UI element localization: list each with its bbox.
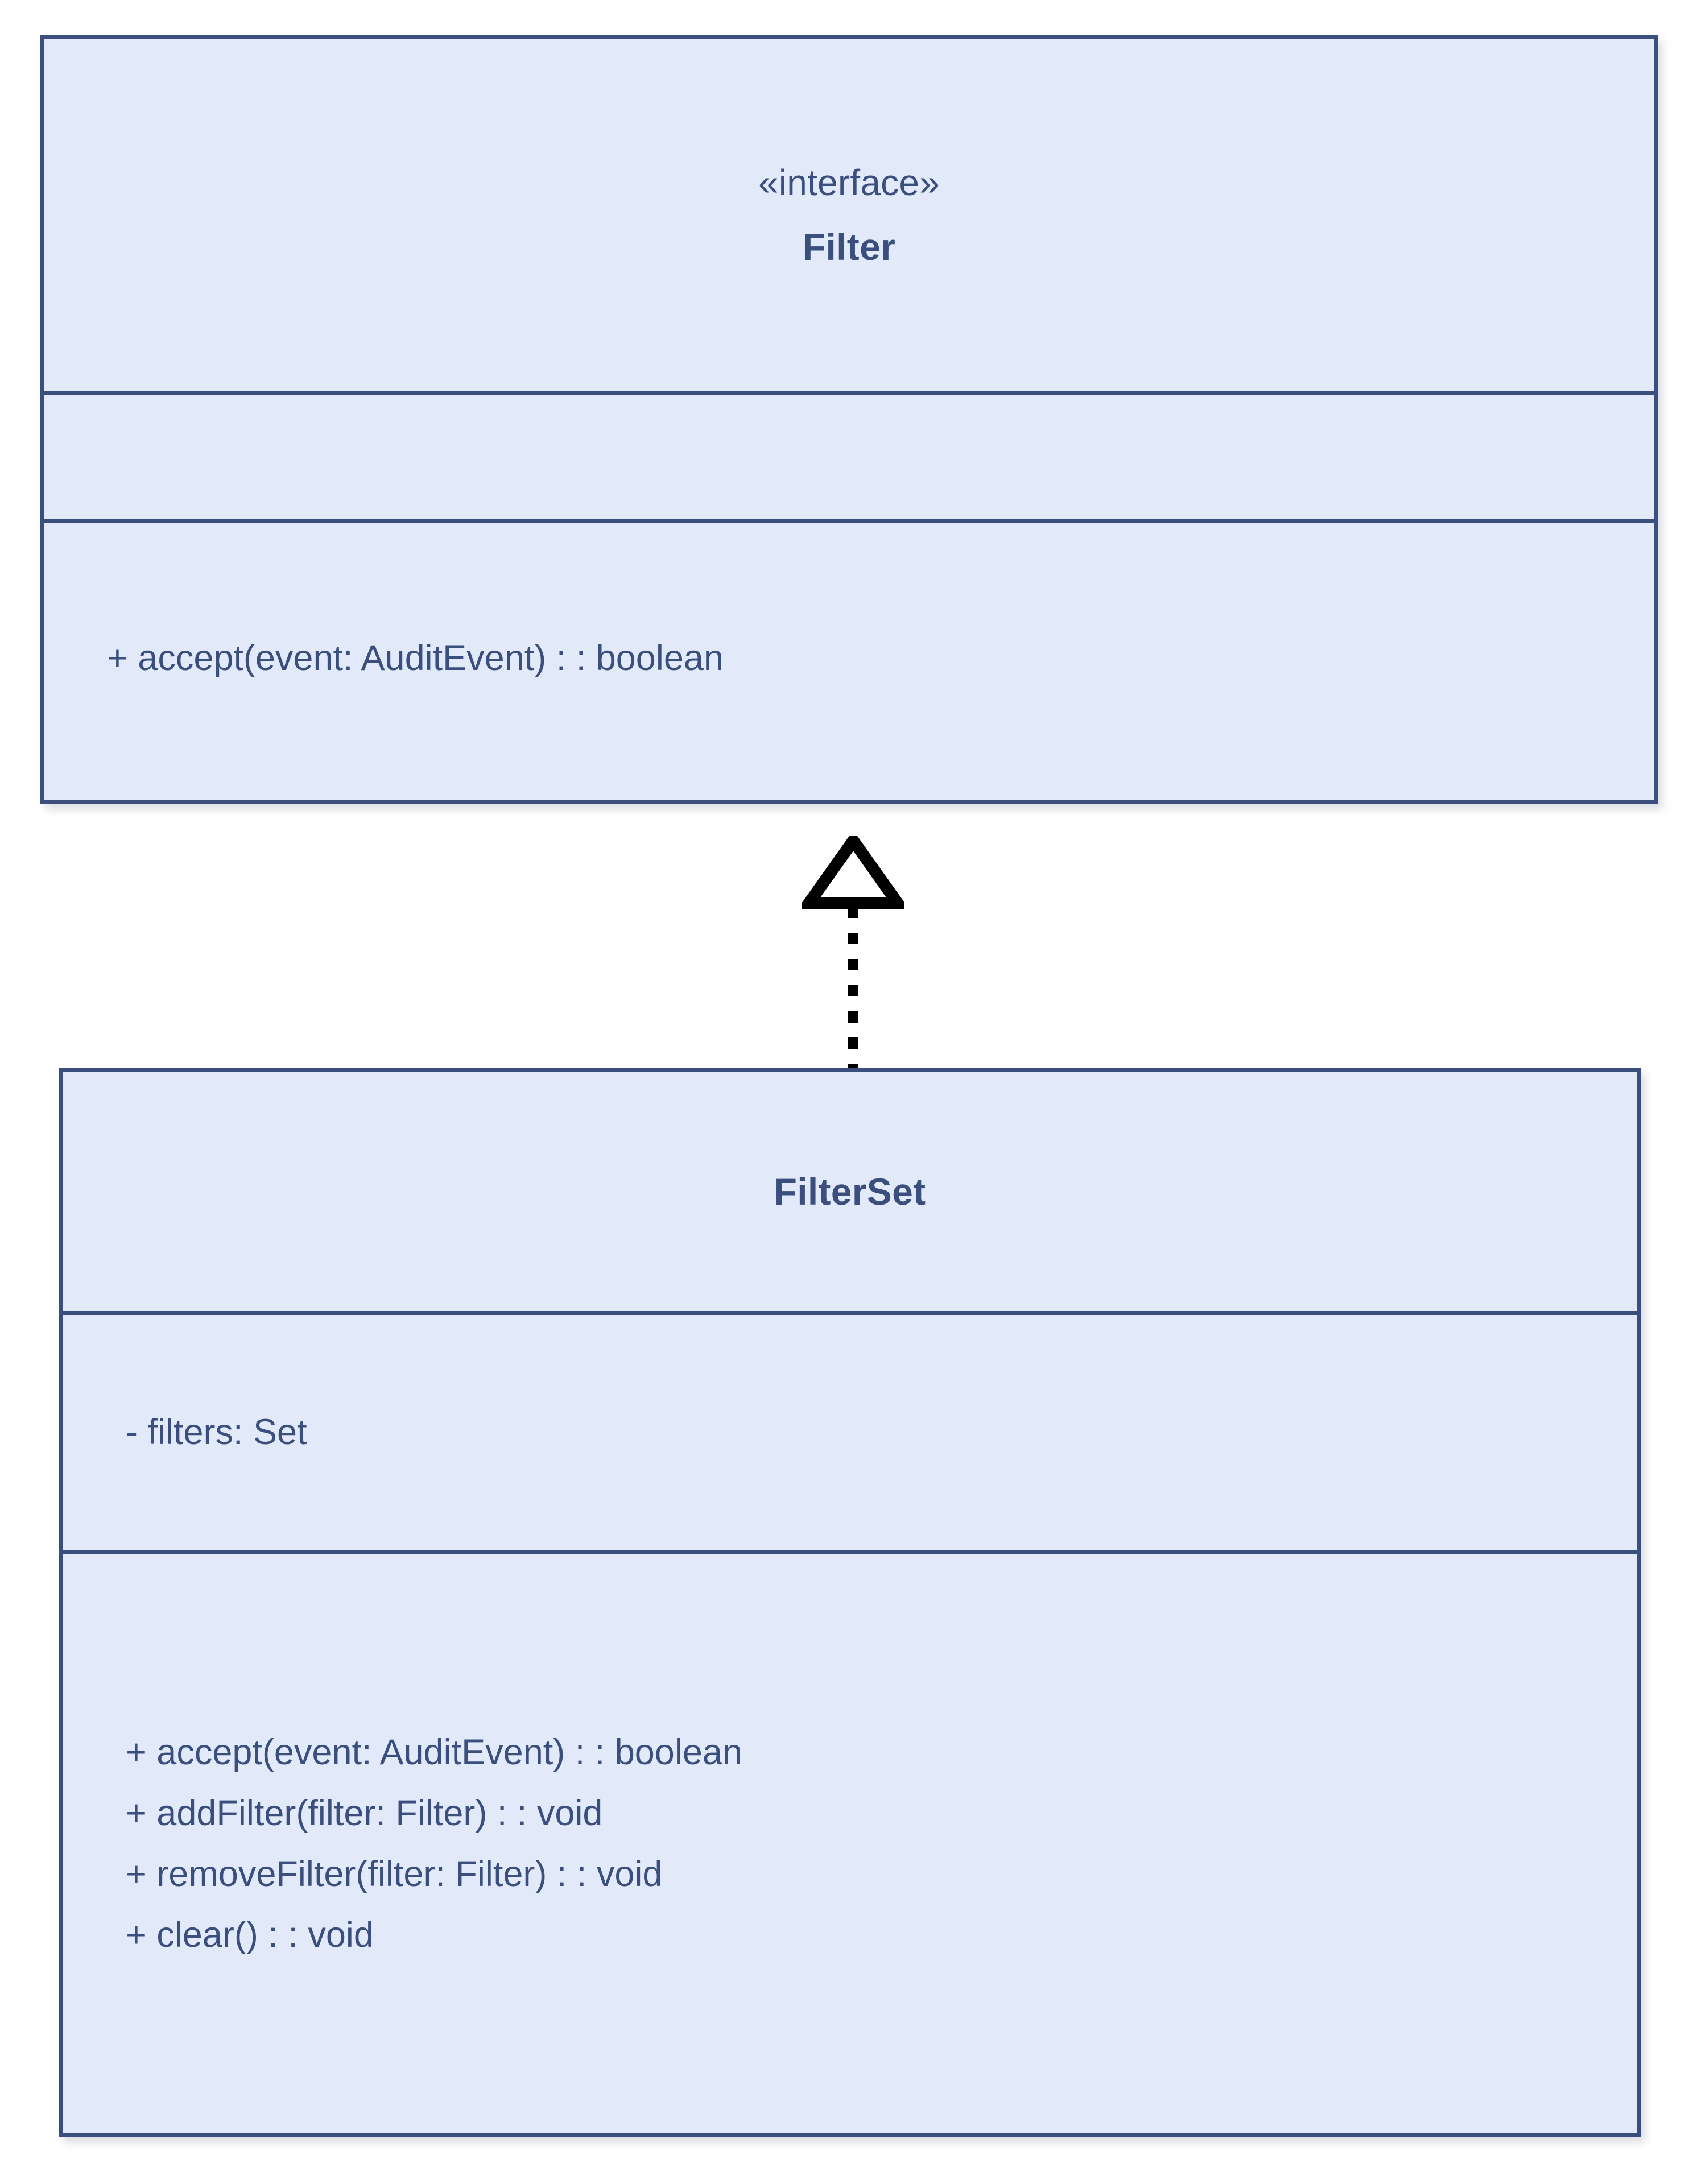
operation-row: + accept(event: AuditEvent) : : boolean [107, 638, 724, 678]
class-header-filterset: FilterSet [63, 1072, 1637, 1311]
operation-row: + removeFilter(filter: Filter) : : void [126, 1854, 663, 1894]
operations-compartment-filterset: + accept(event: AuditEvent) : : boolean … [63, 1550, 1637, 2133]
attributes-compartment-filter [44, 391, 1654, 519]
hollow-triangle-arrowhead [802, 836, 904, 909]
class-header-filter: «interface» Filter [44, 39, 1654, 391]
uml-class-filterset[interactable]: FilterSet - filters: Set + accept(event:… [59, 1068, 1641, 2137]
realization-connector [802, 836, 904, 1075]
class-name-label: Filter [802, 226, 896, 268]
attribute-row: - filters: Set [126, 1412, 307, 1452]
operation-row: + clear() : : void [126, 1914, 374, 1955]
operations-compartment-filter: + accept(event: AuditEvent) : : boolean [44, 519, 1654, 793]
stereotype-label: «interface» [758, 162, 940, 203]
uml-class-filter[interactable]: «interface» Filter + accept(event: Audit… [40, 35, 1658, 804]
class-name-label: FilterSet [774, 1170, 926, 1213]
operation-row: + addFilter(filter: Filter) : : void [126, 1793, 603, 1833]
operation-row: + accept(event: AuditEvent) : : boolean [126, 1732, 742, 1772]
attributes-compartment-filterset: - filters: Set [63, 1311, 1637, 1550]
